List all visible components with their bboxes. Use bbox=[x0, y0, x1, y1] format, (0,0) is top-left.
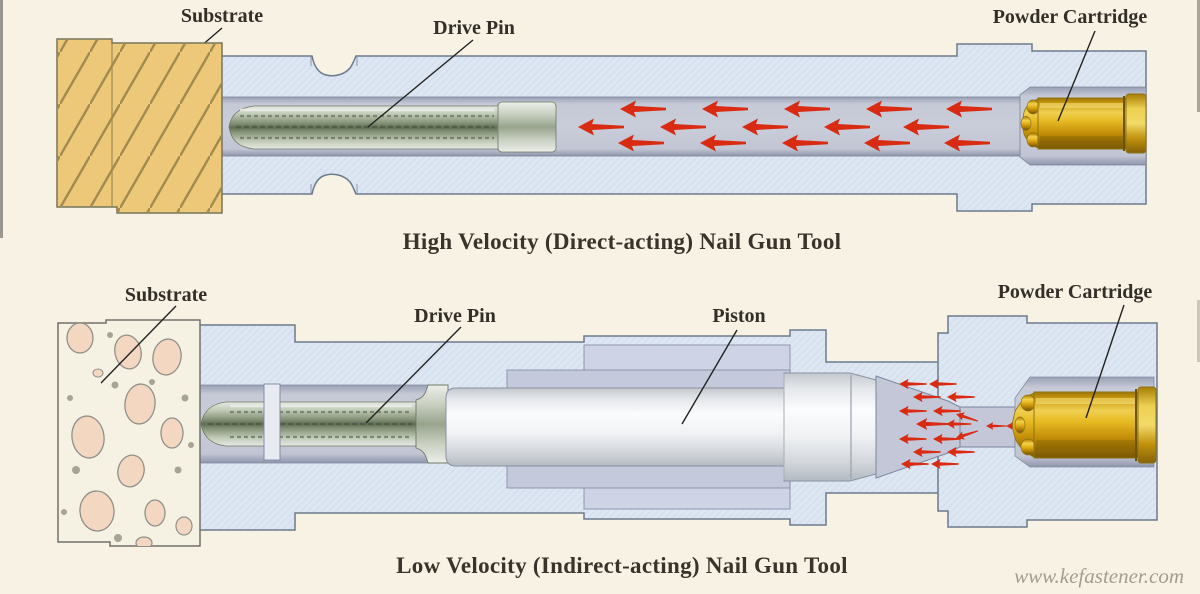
label-drive-pin-top: Drive Pin bbox=[433, 17, 515, 39]
labels-bottom: Substrate Drive Pin Piston Powder Cartri… bbox=[100, 281, 1184, 588]
label-piston: Piston bbox=[712, 305, 765, 327]
pin-washer bbox=[263, 383, 281, 461]
substrate-concrete bbox=[57, 319, 201, 547]
low-velocity-diagram: Substrate Drive Pin Piston Powder Cartri… bbox=[57, 281, 1184, 588]
powder-cartridge-low bbox=[1012, 386, 1157, 464]
leader-powder-low bbox=[1085, 304, 1125, 419]
leader-drive-pin-top bbox=[367, 39, 474, 128]
high-velocity-diagram: Substrate Drive Pin Powder Cartridge Hig… bbox=[56, 5, 1148, 254]
aggregate-stones bbox=[61, 322, 194, 546]
label-substrate-low: Substrate bbox=[125, 284, 207, 306]
caption-low-velocity: Low Velocity (Indirect-acting) Nail Gun … bbox=[396, 553, 848, 578]
leader-drive-pin-low bbox=[365, 326, 462, 424]
scan-artifacts bbox=[0, 0, 1200, 362]
watermark: www.kefastener.com bbox=[1014, 564, 1184, 588]
piston bbox=[445, 372, 877, 482]
powder-cartridge bbox=[1020, 93, 1147, 154]
leader-substrate-low bbox=[100, 305, 177, 384]
caption-high-velocity: High Velocity (Direct-acting) Nail Gun T… bbox=[403, 229, 842, 254]
drive-pin-low bbox=[200, 383, 449, 464]
leader-powder-top bbox=[1057, 30, 1096, 122]
drive-pin bbox=[228, 101, 557, 153]
labels-top: Substrate Drive Pin Powder Cartridge Hig… bbox=[112, 5, 1148, 254]
leader-piston bbox=[681, 329, 738, 425]
label-substrate-top: Substrate bbox=[181, 5, 263, 27]
gas-neck-channel bbox=[959, 406, 1016, 448]
substrate-wood bbox=[56, 38, 223, 214]
label-powder-cartridge-top: Powder Cartridge bbox=[993, 6, 1148, 28]
label-drive-pin-low: Drive Pin bbox=[414, 305, 496, 327]
label-powder-cartridge-low: Powder Cartridge bbox=[998, 281, 1153, 303]
